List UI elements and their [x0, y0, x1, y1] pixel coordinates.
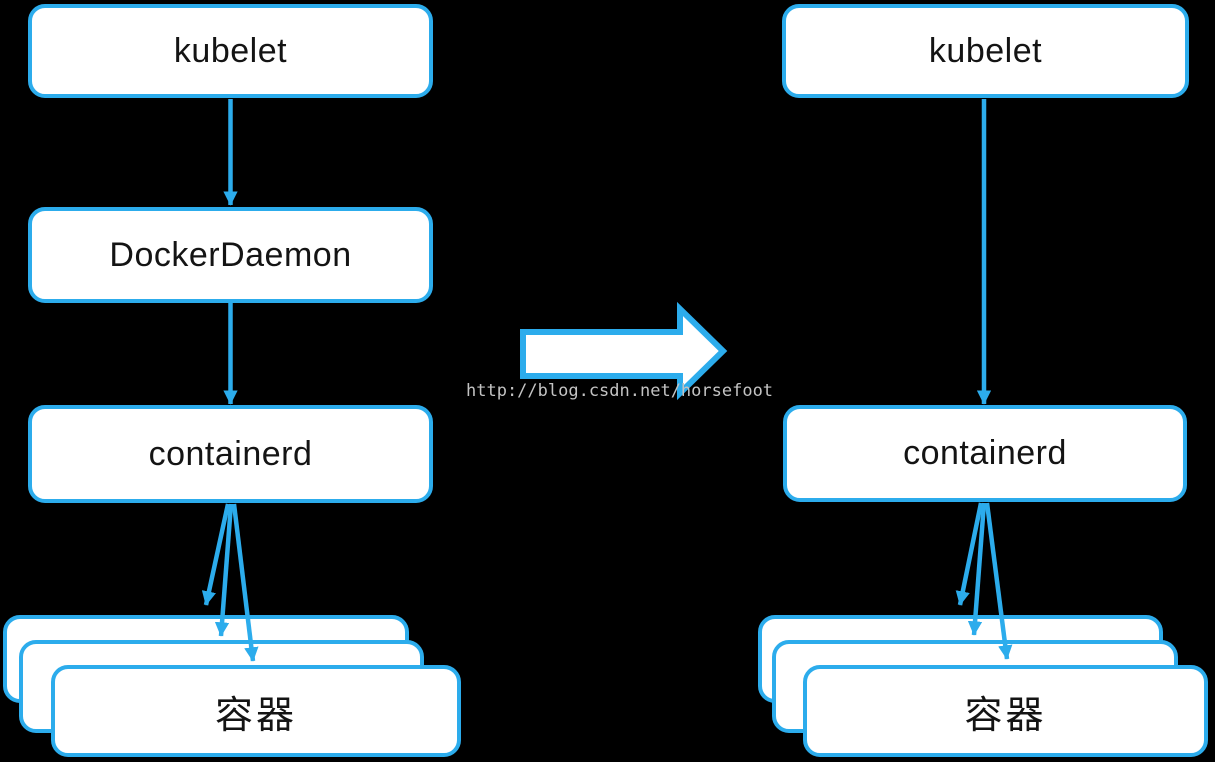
node-containerd-left-label: containerd: [148, 434, 313, 473]
node-kubelet-right-label: kubelet: [928, 31, 1043, 70]
node-container-left: 容器: [51, 665, 461, 757]
node-container-left-label: 容器: [214, 694, 297, 737]
node-container-right-label: 容器: [964, 694, 1047, 737]
node-containerd-right-label: containerd: [903, 434, 1067, 472]
arrow-containerd-right-to-container-1: [955, 502, 984, 606]
node-kubelet-right: kubelet: [782, 4, 1189, 98]
node-dockerdaemon-label: DockerDaemon: [109, 235, 352, 274]
watermark-url: http://blog.csdn.net/horsefoot: [466, 381, 774, 401]
node-kubelet-left: kubelet: [28, 4, 433, 98]
node-dockerdaemon: DockerDaemon: [28, 207, 433, 303]
node-kubelet-left-label: kubelet: [173, 31, 288, 70]
node-containerd-right: containerd: [783, 405, 1187, 502]
node-container-right: 容器: [803, 665, 1208, 757]
arrow-containerd-left-to-container-1: [201, 503, 231, 606]
node-containerd-left: containerd: [28, 405, 433, 503]
